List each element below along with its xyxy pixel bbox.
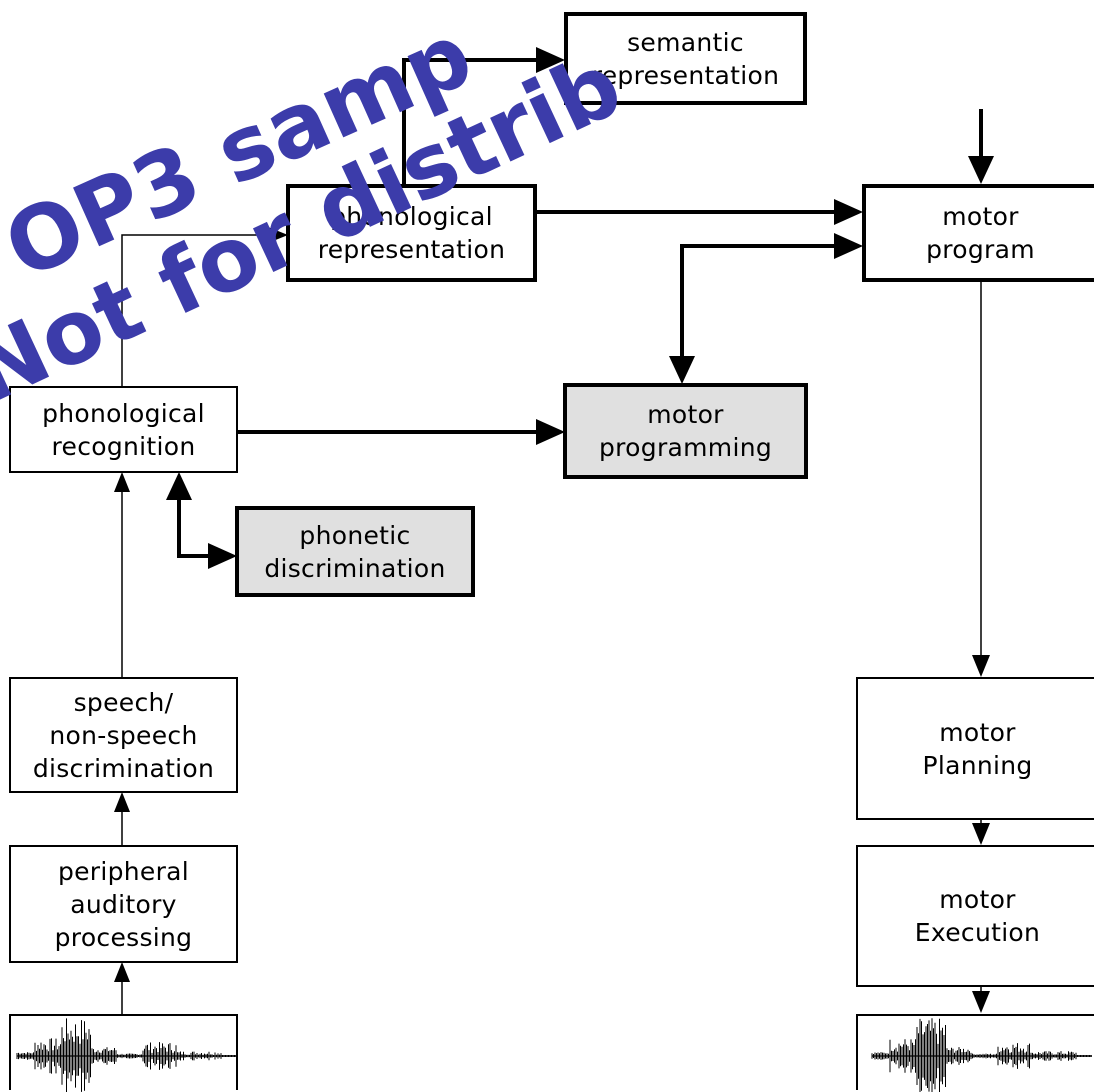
waveform-graphic	[871, 1018, 1092, 1092]
box-label: auditory	[70, 889, 177, 919]
arrowhead	[972, 991, 990, 1013]
box-label: speech/	[73, 687, 174, 717]
arrowhead	[166, 472, 192, 500]
motor-program-box: motor program	[862, 184, 1094, 282]
arrow-motorprogramming-to-motorprogram	[680, 244, 838, 358]
arrowhead	[972, 823, 990, 845]
arrowhead	[536, 419, 565, 445]
waveform-path	[871, 1018, 1092, 1092]
box-label: representation	[317, 235, 506, 264]
arrow-phonrecog-to-phonrep	[121, 234, 270, 387]
box-label: representation	[591, 60, 780, 90]
box-label: recognition	[51, 431, 196, 461]
arrowhead	[968, 156, 994, 184]
arrowhead	[114, 472, 130, 492]
motor-planning-box: motor Planning	[856, 677, 1094, 820]
box-label: non-speech	[49, 720, 198, 750]
box-label: discrimination	[32, 753, 215, 783]
box-label: Execution	[914, 918, 1041, 947]
motor-programming-box: motor programming	[563, 383, 808, 479]
arrowhead	[834, 233, 863, 259]
peripheral-auditory-processing-box: peripheral auditory processing	[9, 845, 238, 963]
box-label: phonetic	[299, 520, 411, 550]
box-label: programming	[598, 433, 773, 462]
semantic-representation-box: semantic representation	[564, 12, 807, 105]
box-label: semantic	[627, 27, 744, 57]
arrow-phonrecog-to-phonetic	[177, 498, 212, 558]
arrow-phonrep-to-semantic	[402, 58, 540, 186]
box-label: program	[926, 235, 1035, 264]
input-waveform	[9, 1014, 238, 1092]
phonological-representation-box: phonological representation	[286, 184, 537, 282]
arrowhead	[114, 792, 130, 812]
box-label: motor	[939, 717, 1016, 747]
box-label: Planning	[922, 750, 1033, 780]
arrowhead	[114, 962, 130, 982]
output-waveform	[856, 1014, 1094, 1092]
phonological-recognition-box: phonological recognition	[9, 386, 238, 473]
box-label: motor	[942, 202, 1019, 231]
box-label: processing	[54, 922, 193, 952]
box-label: peripheral	[57, 856, 190, 886]
speech-nonspeech-discrimination-box: speech/ non-speech discrimination	[9, 677, 238, 793]
arrowhead	[669, 356, 695, 384]
phonetic-discrimination-box: phonetic discrimination	[235, 506, 475, 597]
box-label: phonological	[42, 398, 205, 428]
arrowhead	[536, 47, 565, 73]
waveform-graphic	[16, 1018, 237, 1092]
arrowhead	[268, 227, 288, 243]
arrowhead	[972, 655, 990, 677]
box-label: motor	[647, 400, 724, 429]
motor-execution-box: motor Execution	[856, 845, 1094, 987]
waveform-path	[16, 1018, 237, 1092]
box-label: phonological	[330, 202, 493, 231]
arrowhead	[834, 199, 863, 225]
box-label: motor	[939, 885, 1016, 914]
box-label: discrimination	[264, 553, 446, 583]
arrowhead	[208, 543, 237, 569]
